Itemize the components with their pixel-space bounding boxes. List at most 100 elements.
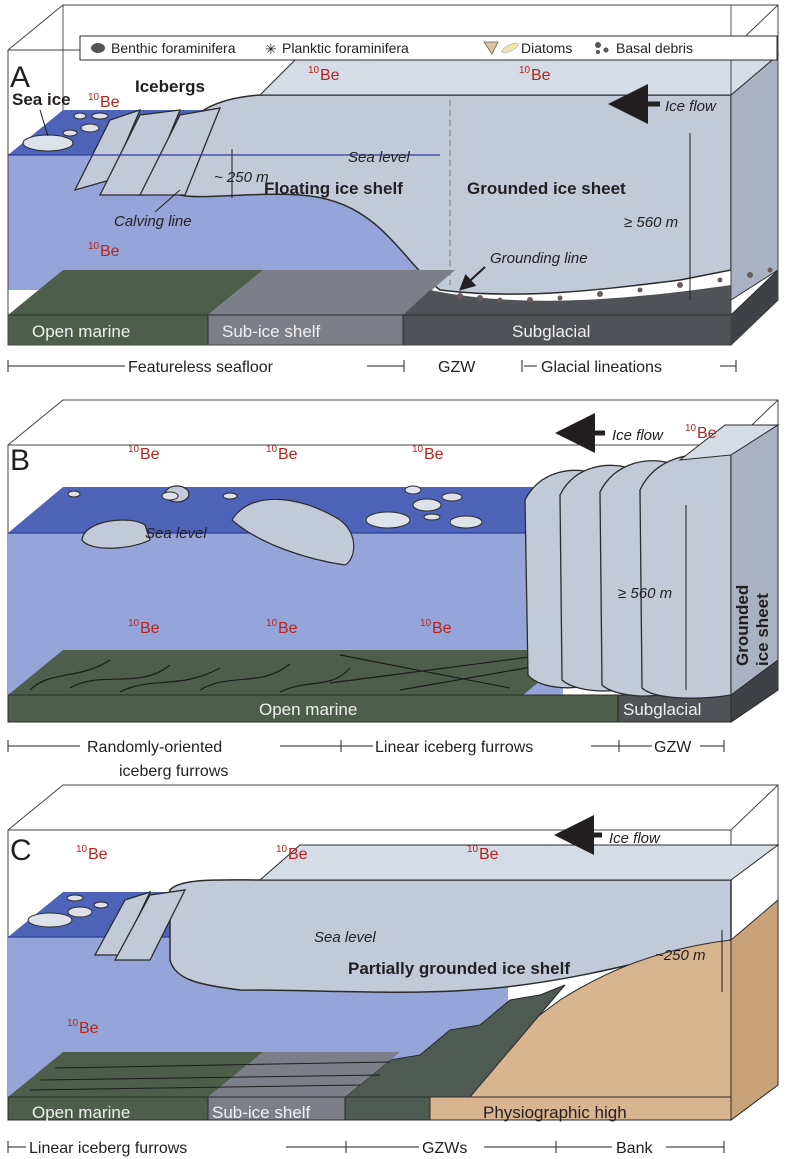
legend-diatoms: Diatoms	[521, 40, 572, 56]
scale-ticks-c	[7, 1141, 725, 1153]
zone-open-marine-b: Open marine	[259, 700, 357, 719]
icebergs-c	[93, 889, 187, 961]
grounded-label-b2: ice sheet	[753, 593, 772, 666]
svg-text:Be: Be	[432, 620, 452, 637]
sea-level-label-c: Sea level	[314, 929, 376, 946]
basal-debris-a	[457, 267, 773, 303]
sea-level-label-a: Sea level	[348, 149, 410, 166]
svg-text:Be: Be	[697, 425, 717, 442]
scale-ticks-b	[7, 740, 725, 752]
scale-label-b3: GZW	[654, 739, 692, 756]
scale-label-b2: Linear iceberg furrows	[375, 739, 533, 756]
svg-text:Be: Be	[88, 846, 108, 863]
scale-label-b1a: Randomly-oriented	[87, 739, 222, 756]
panel-a-letter: A	[10, 61, 30, 94]
svg-text:Be: Be	[278, 446, 298, 463]
panel-b	[7, 399, 780, 723]
legend-basal: Basal debris	[616, 40, 693, 56]
scale-gap-b1	[80, 730, 280, 782]
scale-gap-c1	[26, 1135, 286, 1157]
zone-sub-ice-c: Sub-ice shelf	[212, 1103, 311, 1122]
sea-level-label-b: Sea level	[145, 525, 207, 542]
svg-text:10: 10	[412, 444, 424, 455]
diatom-oval-icon	[501, 43, 519, 53]
scale-gap-a2	[404, 354, 524, 376]
front-gzw-c	[344, 1096, 431, 1121]
scale-label-b1b: iceberg furrows	[119, 763, 228, 780]
grounded-label-b1: Grounded	[733, 585, 752, 666]
sea-ice-pointer	[39, 109, 49, 137]
depth-label-c: ~250 m	[655, 947, 705, 964]
ice-flow-label-a: Ice flow	[665, 98, 717, 115]
ice-right-face-a	[730, 53, 779, 301]
seafloor-subshelf-a	[208, 270, 455, 315]
svg-text:10: 10	[76, 844, 88, 855]
seafloor-subglacial-a	[403, 285, 731, 315]
ice-side-b	[730, 424, 779, 696]
svg-text:10: 10	[685, 423, 697, 434]
svg-text:Be: Be	[278, 620, 298, 637]
subglacial-front-b	[617, 694, 732, 723]
legend-box	[79, 35, 778, 61]
legend-icons: ✳	[91, 41, 609, 57]
ice-top-c	[258, 844, 780, 881]
zone-open-marine-c: Open marine	[32, 1103, 130, 1122]
svg-text:10: 10	[467, 844, 479, 855]
svg-text:10: 10	[420, 618, 432, 629]
svg-text:Be: Be	[100, 243, 120, 260]
front-subshelf-a	[207, 314, 404, 346]
seafloor-open-a	[8, 270, 263, 315]
scale-gap-b2	[373, 734, 591, 756]
iceberg-furrows-b	[29, 654, 561, 693]
svg-text:10: 10	[88, 241, 100, 252]
scale-gap-a1	[125, 354, 367, 376]
legend-benthic: Benthic foraminifera	[111, 40, 236, 56]
panel-a	[7, 4, 780, 347]
icebergs-a	[73, 107, 222, 196]
zone-subglacial-b: Subglacial	[623, 700, 701, 719]
sea-ice-floes-b	[67, 485, 483, 529]
calving-label: Calving line	[114, 213, 192, 230]
svg-text:10: 10	[67, 1018, 79, 1029]
seafloor-front-b	[7, 694, 619, 723]
diatoms-icon	[483, 41, 499, 55]
scale-label-a2: GZW	[438, 359, 476, 376]
ice-shelf-c	[169, 879, 732, 993]
seafloor-subshelf-c	[208, 1052, 400, 1097]
ice-flow-label-b: Ice flow	[612, 427, 664, 444]
zone-sub-ice-a: Sub-ice shelf	[222, 322, 321, 341]
depth-label-b: ≥ 560 m	[618, 585, 672, 602]
zone-subglacial-a: Subglacial	[512, 322, 590, 341]
svg-text:10: 10	[308, 65, 320, 76]
sea-ice-label: Sea ice	[12, 90, 71, 109]
depth-grounded-label-a: ≥ 560 m	[624, 214, 678, 231]
linear-furrows-c	[29, 1061, 391, 1091]
grounding-line-pointer	[459, 266, 486, 291]
scale-label-c1: Linear iceberg furrows	[29, 1140, 187, 1157]
ice-cliff-b	[524, 452, 732, 699]
svg-text:10: 10	[519, 65, 531, 76]
bank-top-c	[428, 939, 732, 1098]
panel-b-letter: B	[10, 444, 30, 477]
basal-debris-icon	[595, 42, 609, 54]
scale-label-a1: Featureless seafloor	[128, 359, 274, 376]
zone-physiographic-c: Physiographic high	[483, 1103, 627, 1122]
svg-text:10: 10	[128, 444, 140, 455]
bank-side-c	[730, 898, 779, 1121]
svg-text:Be: Be	[140, 620, 160, 637]
svg-text:Be: Be	[320, 67, 340, 84]
front-bank-c	[429, 1096, 732, 1121]
calving-pointer	[154, 189, 181, 213]
svg-text:10: 10	[128, 618, 140, 629]
depth-shelf-label-a: ~ 250 m	[214, 169, 269, 186]
scale-gap-c3	[612, 1135, 666, 1157]
seafloor-top-b	[8, 650, 578, 695]
benthic-icon	[91, 43, 105, 53]
svg-text:Be: Be	[288, 846, 308, 863]
icebergs-label: Icebergs	[135, 77, 205, 96]
scale-gap-b3	[652, 734, 700, 756]
